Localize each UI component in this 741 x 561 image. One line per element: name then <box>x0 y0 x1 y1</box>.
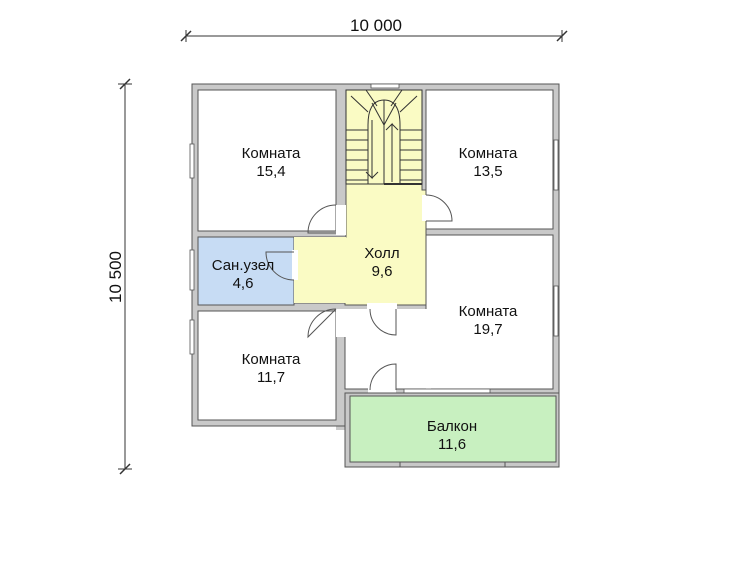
room-mid-right-area: 19,7 <box>473 321 502 338</box>
bathroom-area: 4,6 <box>233 275 254 292</box>
height-dimension: 10 500 <box>106 78 132 475</box>
room-bottom-left <box>197 310 337 421</box>
room-top-left-area: 15,4 <box>256 163 285 180</box>
height-dimension-label: 10 500 <box>106 251 125 303</box>
room-bottom-left-name: Комната <box>242 351 301 368</box>
width-dimension-label: 10 000 <box>350 16 402 35</box>
room-mid-right-annex <box>345 309 431 389</box>
hall-name: Холл <box>364 245 399 262</box>
balcony <box>349 395 557 463</box>
bathroom-name: Сан.узел <box>212 257 275 274</box>
doors <box>265 194 453 393</box>
hall-area: 9,6 <box>372 263 393 280</box>
hall-corridor <box>294 237 346 303</box>
room-top-left-name: Комната <box>242 145 301 162</box>
balcony-area <box>344 392 560 468</box>
balcony-name: Балкон <box>427 418 477 435</box>
room-top-left <box>197 89 337 232</box>
width-dimension: 10 000 <box>180 16 568 42</box>
room-top-right-area: 13,5 <box>473 163 502 180</box>
bathroom <box>197 236 295 306</box>
balcony-area-label: 11,6 <box>438 436 466 453</box>
room-bottom-left-area: 11,7 <box>257 369 285 386</box>
staircase <box>345 89 423 185</box>
room-top-right-name: Комната <box>459 145 518 162</box>
room-mid-right-name: Комната <box>459 303 518 320</box>
